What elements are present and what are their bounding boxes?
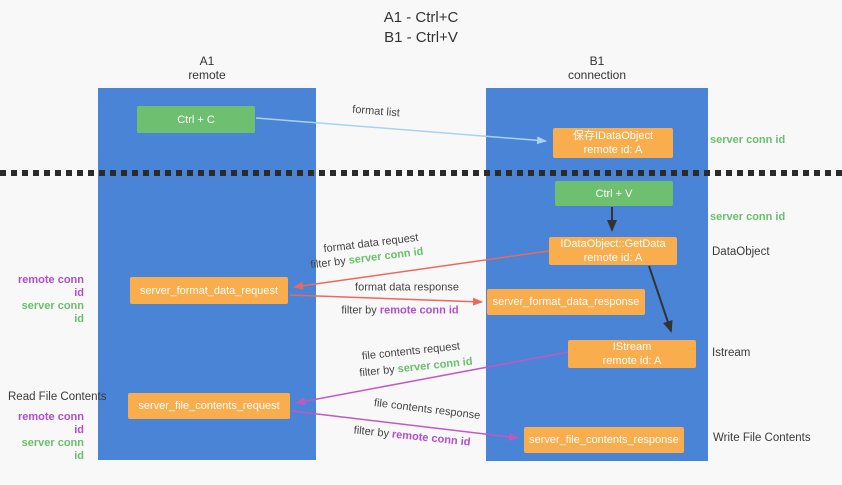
server-file-contents-request-box: server_file_contents_request: [128, 393, 290, 419]
remote-conn-id-label: remote conn id: [17, 411, 84, 436]
server-conn-id-mid-label: server conn id: [710, 211, 786, 223]
server-format-data-request-box: server_format_data_request: [130, 277, 288, 304]
istream-box: IStream remote id: A: [568, 340, 696, 368]
save-idataobject-box: 保存IDataObject remote id: A: [553, 128, 673, 158]
ctrl-v-label: Ctrl + V: [595, 187, 633, 200]
file-row-conn-ids: remote conn id server conn id: [9, 411, 84, 463]
file-response-label: server_file_contents_response: [529, 434, 679, 446]
server-format-data-response-box: server_format_data_response: [487, 289, 645, 315]
format-list-label: format list: [351, 103, 401, 120]
ctrl-c-box: Ctrl + C: [137, 106, 255, 133]
format-data-response-arrow: [289, 294, 483, 306]
title-line-ctrl-v: B1 - Ctrl+V: [384, 29, 458, 46]
remote-conn-id-text: remote conn id: [391, 428, 472, 449]
ctrl-v-box: Ctrl + V: [555, 181, 673, 206]
filter-by-text: filter by: [353, 424, 390, 441]
idataobject-getdata-box: IDataObject::GetData remote id: A: [549, 237, 677, 265]
column-a-header: A1 remote: [147, 54, 267, 82]
diagram-title: A1 - Ctrl+C B1 - Ctrl+V: [0, 8, 842, 48]
dataobject-label: DataObject: [712, 246, 770, 258]
column-b-role: connection: [567, 68, 627, 82]
session-divider-dotted-line: [0, 170, 842, 176]
file-contents-response-label: file contents response: [373, 397, 481, 422]
save-idataobject-line1: 保存IDataObject: [572, 130, 654, 142]
column-a-role: remote: [188, 68, 226, 82]
save-idataobject-line2: remote id: A: [583, 144, 643, 156]
remote-conn-id-label: remote conn id: [17, 274, 84, 299]
ctrl-c-label: Ctrl + C: [177, 113, 215, 126]
server-file-contents-response-box: server_file_contents_response: [524, 427, 684, 453]
getdata-line1: IDataObject::GetData: [560, 238, 666, 250]
server-conn-id-label: server conn id: [21, 300, 84, 325]
istream-side-label: Istream: [712, 347, 751, 359]
remote-conn-id-text: remote conn id: [379, 304, 459, 317]
filter-by-text: filter by: [341, 304, 377, 317]
column-b-name: B1: [589, 54, 605, 68]
server-conn-id-top-label: server conn id: [710, 134, 786, 146]
format-response-label: server_format_data_response: [492, 296, 640, 308]
format-data-response-label: format data response: [355, 281, 459, 294]
filter-by-text: filter by: [358, 363, 396, 380]
column-b-header: B1 connection: [537, 54, 657, 82]
title-line-ctrl-c: A1 - Ctrl+C: [383, 9, 459, 26]
column-a-name: A1: [199, 54, 215, 68]
read-file-contents-label: Read File Contents: [8, 391, 107, 403]
file-request-label: server_file_contents_request: [138, 400, 280, 412]
istream-line2: remote id: A: [602, 355, 662, 367]
server-conn-id-label: server conn id: [21, 437, 84, 462]
istream-line1: IStream: [612, 341, 652, 353]
write-file-contents-label: Write File Contents: [713, 432, 811, 444]
format-request-label: server_format_data_request: [139, 284, 279, 297]
getdata-line2: remote id: A: [583, 252, 643, 264]
format-row-conn-ids: remote conn id server conn id: [9, 274, 84, 326]
